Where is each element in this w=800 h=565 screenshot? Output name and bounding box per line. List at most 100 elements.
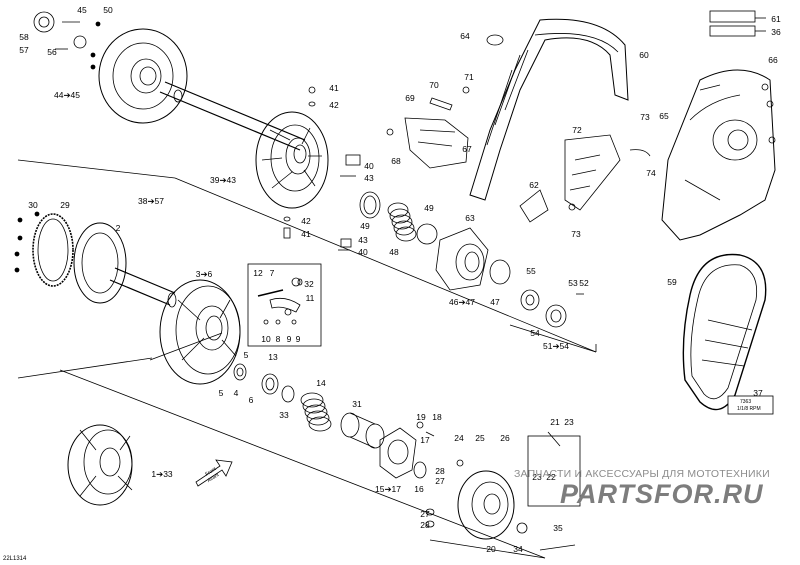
callout-50: 50 <box>103 5 113 15</box>
callout-46-47: 46➔47 <box>448 297 476 307</box>
callout-42a: 42 <box>329 100 339 110</box>
callout-5b: 5 <box>243 350 249 360</box>
support-plate <box>564 134 651 211</box>
callout-16: 16 <box>414 484 424 494</box>
ring-gear <box>14 211 74 287</box>
callout-44-45: 44➔45 <box>53 90 81 100</box>
callout-74: 74 <box>646 168 656 178</box>
callout-23b: 23 <box>532 472 542 482</box>
fixed-sheave <box>33 11 306 151</box>
callout-8: 8 <box>275 334 281 344</box>
spider-hub <box>255 86 381 251</box>
drive-pulley-sheave <box>73 222 177 308</box>
callout-10: 10 <box>261 334 271 344</box>
callout-22: 22 <box>546 472 556 482</box>
callout-51-54: 51➔54 <box>542 341 570 351</box>
bracket <box>386 86 470 169</box>
callout-57: 57 <box>19 45 29 55</box>
callout-40b: 40 <box>358 247 368 257</box>
callout-3-6: 3➔6 <box>195 269 213 279</box>
cam-46 <box>435 227 584 328</box>
callout-19: 19 <box>416 412 426 422</box>
callout-40a: 40 <box>364 161 374 171</box>
callout-45: 45 <box>77 5 87 15</box>
callout-62: 62 <box>529 180 539 190</box>
callout-31: 31 <box>352 399 362 409</box>
callout-63: 63 <box>465 213 475 223</box>
callout-23a: 23 <box>564 417 574 427</box>
roller-arm-detail <box>247 263 322 347</box>
callout-14: 14 <box>316 378 326 388</box>
callout-13: 13 <box>268 352 278 362</box>
callout-59: 59 <box>667 277 677 287</box>
callout-18: 18 <box>432 412 442 422</box>
callout-15-17: 15➔17 <box>374 484 402 494</box>
callout-72: 72 <box>572 125 582 135</box>
callout-64: 64 <box>460 31 470 41</box>
callout-36: 36 <box>771 27 781 37</box>
callout-1-33: 1➔33 <box>151 469 173 479</box>
callout-54: 54 <box>530 328 540 338</box>
belt-guard <box>469 18 629 223</box>
callout-42b: 42 <box>301 216 311 226</box>
spider-cover <box>425 431 581 551</box>
callout-27b: 27 <box>420 509 430 519</box>
callout-30: 30 <box>28 200 38 210</box>
callout-33: 33 <box>279 410 289 420</box>
callout-21: 21 <box>550 417 560 427</box>
callout-29: 29 <box>60 200 70 210</box>
drive-pulley-assembly <box>67 424 133 506</box>
callout-41a: 41 <box>329 83 339 93</box>
callout-67: 67 <box>462 144 472 154</box>
callout-43a: 43 <box>364 173 374 183</box>
callout-43b: 43 <box>358 235 368 245</box>
callout-65: 65 <box>659 111 669 121</box>
callout-9b: 9 <box>295 334 301 344</box>
callout-17: 17 <box>420 435 430 445</box>
callout-70: 70 <box>429 80 439 90</box>
callout-73b: 73 <box>571 229 581 239</box>
callout-25: 25 <box>475 433 485 443</box>
callout-60: 60 <box>639 50 649 60</box>
governor-cup <box>379 421 435 479</box>
callout-41b: 41 <box>301 229 311 239</box>
diagram-code: 22L1314 <box>3 556 27 562</box>
callout-11: 11 <box>305 293 315 303</box>
callout-32: 32 <box>304 279 314 289</box>
callout-39-43: 39➔43 <box>209 175 237 185</box>
callout-37: 37 <box>753 388 763 398</box>
callout-55: 55 <box>526 266 536 276</box>
callout-56: 56 <box>47 47 57 57</box>
callout-4: 4 <box>233 388 239 398</box>
front-arrow <box>195 459 233 487</box>
callout-12: 12 <box>253 268 263 278</box>
callout-58: 58 <box>19 32 29 42</box>
callout-73a: 73 <box>640 112 650 122</box>
callout-2: 2 <box>115 223 121 233</box>
callout-68: 68 <box>391 156 401 166</box>
decal-labels <box>709 10 766 37</box>
callout-35: 35 <box>553 523 563 533</box>
watermark-tagline: ЗАПЧАСТИ И АКСЕССУАРЫ ДЛЯ МОТОТЕХНИКИ <box>514 468 770 480</box>
callout-6: 6 <box>248 395 254 405</box>
callout-49a: 49 <box>360 221 370 231</box>
callout-38-57: 38➔57 <box>137 196 165 206</box>
callout-47: 47 <box>490 297 500 307</box>
callout-52: 52 <box>579 278 589 288</box>
callout-9a: 9 <box>286 334 292 344</box>
callout-26: 26 <box>500 433 510 443</box>
belt-tag-line1: 7363 <box>740 399 752 405</box>
callout-27a: 27 <box>435 476 445 486</box>
sleeve-31 <box>340 412 385 449</box>
callout-61: 61 <box>771 14 781 24</box>
callout-5a: 5 <box>218 388 224 398</box>
callout-71: 71 <box>464 72 474 82</box>
callout-48: 48 <box>389 247 399 257</box>
callout-28b: 28 <box>420 520 430 530</box>
washers <box>233 363 295 403</box>
callout-49b: 49 <box>424 203 434 213</box>
spring-48 <box>387 202 438 245</box>
belt-tag-line2: 1/1/8 RPM <box>737 406 761 412</box>
